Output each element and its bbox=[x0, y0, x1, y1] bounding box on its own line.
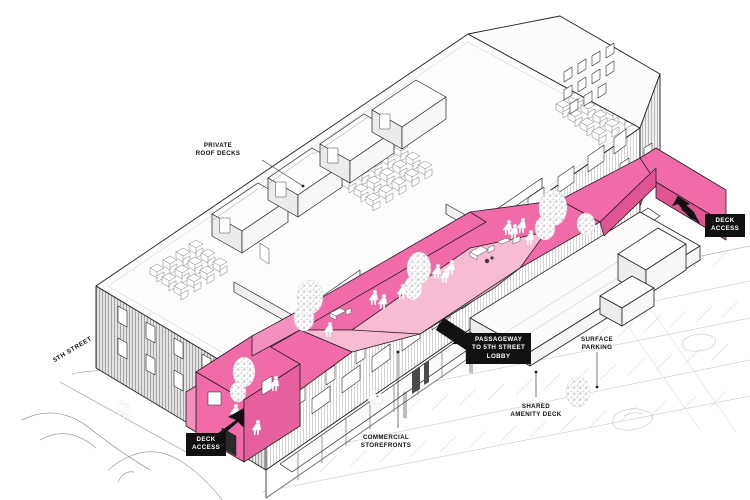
right-wing-volumes bbox=[599, 227, 687, 327]
deck-trees bbox=[229, 189, 596, 408]
callout-deck-access-left: DECK ACCESS bbox=[186, 433, 227, 456]
label-private-roof-decks: PRIVATE ROOF DECKS bbox=[195, 142, 241, 157]
roof-equipment-grid-left bbox=[149, 239, 228, 301]
leader-private-roof-decks bbox=[261, 159, 304, 187]
arrow-passageway-shaft bbox=[436, 322, 470, 350]
callout-deck-access-right: DECK ACCESS bbox=[705, 214, 746, 237]
label-shared-amenity-deck: SHARED AMENITY DECK bbox=[510, 403, 562, 418]
roof-penthouse-volumes bbox=[209, 79, 447, 265]
arrow-deck-access-right-body bbox=[676, 196, 700, 224]
deck-furniture bbox=[329, 235, 521, 321]
label-commercial-storefronts: COMMERCIAL STOREFRONTS bbox=[360, 434, 412, 449]
label-surface-parking: SURFACE PARKING bbox=[580, 336, 613, 351]
right-wing-deck-sliver bbox=[599, 167, 657, 237]
callout-passageway-lobby: PASSAGEWAY TO 5TH STREET LOBBY bbox=[466, 333, 532, 365]
lower-left-pink-sliver bbox=[185, 385, 197, 433]
